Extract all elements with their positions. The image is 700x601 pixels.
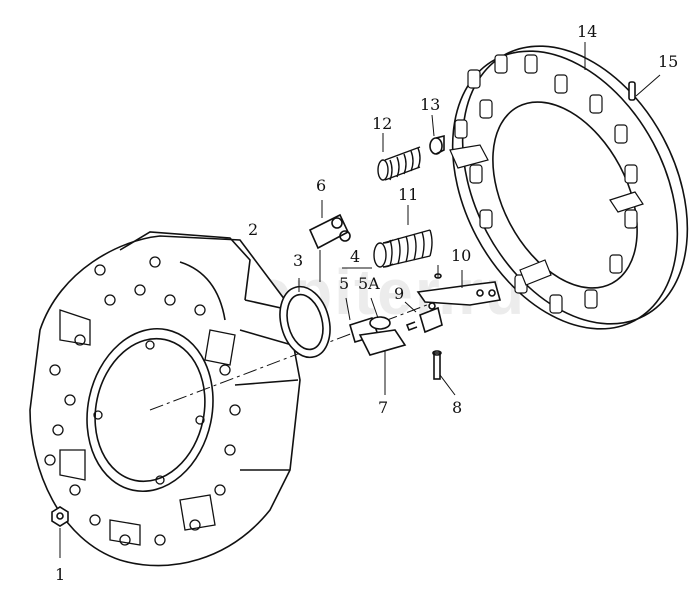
callout-15: 15	[658, 52, 679, 71]
pressure-spring-large	[373, 205, 433, 268]
callout-4: 4	[350, 247, 361, 266]
pressure-plate	[449, 42, 689, 330]
pin	[432, 265, 456, 396]
callout-3: 3	[293, 251, 304, 270]
clutch-cover-housing	[29, 231, 441, 567]
callout-13: 13	[420, 95, 441, 114]
callout-5: 5	[339, 274, 350, 293]
callout-6: 6	[316, 176, 327, 195]
callout-14: 14	[577, 22, 598, 41]
callout-11: 11	[398, 185, 419, 204]
callout-5a: 5A	[358, 274, 380, 293]
nut	[51, 506, 69, 558]
lever-assembly	[342, 267, 407, 395]
dowel-pin	[628, 74, 661, 101]
snap-ring	[279, 278, 331, 359]
pressure-spring-small	[377, 133, 421, 181]
callout-7: 7	[378, 398, 389, 417]
retainer-clip	[308, 200, 351, 282]
callout-8: 8	[452, 398, 463, 417]
release-lever	[416, 270, 502, 306]
callout-12: 12	[372, 114, 393, 133]
spring-cup	[429, 114, 445, 155]
callout-9: 9	[394, 284, 405, 303]
eyebolt	[404, 301, 443, 334]
callout-1: 1	[55, 565, 66, 584]
callout-10: 10	[451, 246, 472, 265]
callout-2: 2	[248, 220, 259, 239]
